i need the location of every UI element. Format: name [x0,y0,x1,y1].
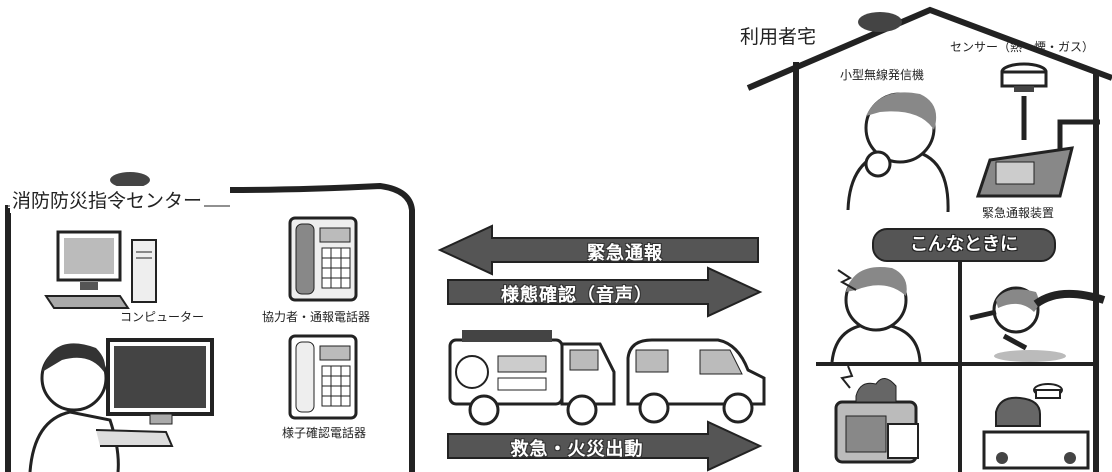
status-phone-icon [288,334,358,420]
situations-label: こんなときに [872,228,1056,262]
sensor-icon [1000,62,1100,160]
dispatch-label: 救急・火災出動 [510,439,644,460]
computer-icon [44,230,157,309]
house-frame [746,6,1112,472]
ambulance-icon [626,338,766,424]
sensor-label: センサー（熱・煙・ガス） [950,40,1095,54]
computer-label: コンピューター [120,310,205,324]
gas-stove-illustration [982,383,1090,470]
left-box-frame [5,182,415,472]
heater-fire-illustration [834,365,919,464]
cooperator-phone-label: 協力者・通報電話器 [262,310,371,324]
emergency-device-icon [975,146,1074,198]
status-phone-label: 様子確認電話器 [282,426,367,440]
situation-grid [816,262,1098,472]
device-label: 緊急通報装置 [982,206,1055,220]
command-center-title: 消防防災指令センター [10,186,205,213]
emergency-call-label: 緊急通報 [587,243,663,264]
status-check-label: 様態確認（音声） [501,285,653,306]
fire-truck-icon [448,330,616,426]
arrow-dispatch [447,420,763,472]
operator-illustration [28,338,214,472]
fallen-elder-illustration [969,286,1106,362]
transmitter-label: 小型無線発信機 [840,68,925,82]
arrow-status-check [447,266,763,318]
arrow-emergency-call [437,224,759,276]
cooperator-phone-icon [288,216,358,302]
elder-in-pain-illustration [830,267,922,363]
user-home-title: 利用者宅 [738,22,819,49]
elder-with-transmitter-illustration [846,92,950,213]
